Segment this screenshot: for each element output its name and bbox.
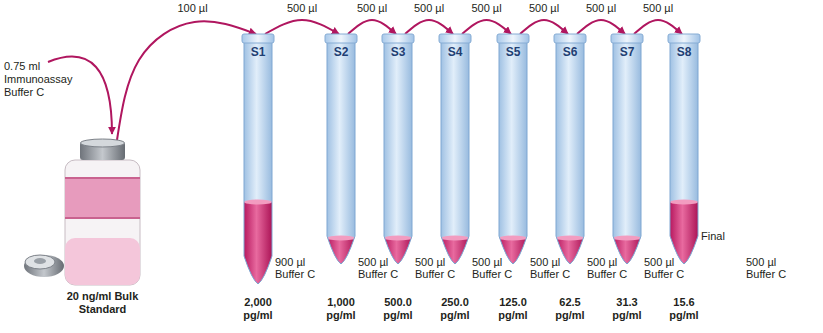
tube-outline [664, 34, 794, 326]
buffer-label: 0.75 ml Immunoassay Buffer C [4, 60, 76, 99]
concentration: 62.5 pg/ml [546, 296, 594, 322]
dilution-tube: S8Final500 µl Buffer C15.6 pg/ml [664, 34, 794, 326]
final-note: Final [701, 230, 741, 242]
buffer-volume: 500 µl Buffer C [644, 256, 690, 280]
transfer-volume: 500 µl [641, 2, 675, 15]
transfer-arrow [348, 20, 396, 34]
buffer-volume: 500 µl Buffer C [530, 256, 576, 280]
tube-name: S4 [441, 46, 469, 58]
transfer-volume: 500 µl [527, 2, 561, 15]
tube-outline [238, 34, 318, 326]
bulk-standard-label: 20 ng/ml Bulk Standard [55, 290, 150, 316]
transfer-volume: 500 µl [285, 2, 319, 15]
bottle-cap [24, 255, 64, 277]
transfer-arrow [520, 20, 568, 34]
tube-name: S5 [499, 46, 527, 58]
tube-name: S3 [384, 46, 412, 58]
buffer-volume: 500 µl Buffer C [415, 256, 461, 280]
concentration: 1,000 pg/ml [317, 296, 365, 322]
concentration: 500.0 pg/ml [374, 296, 422, 322]
tube-name: S8 [670, 46, 698, 58]
transfer-arrow [117, 21, 256, 140]
transfer-volume: 500 µl [469, 2, 503, 15]
tube-name: S6 [556, 46, 584, 58]
concentration: 125.0 pg/ml [489, 296, 537, 322]
concentration: 31.3 pg/ml [603, 296, 651, 322]
transfer-volume: 500 µl [355, 2, 389, 15]
transfer-volume: 500 µl [412, 2, 446, 15]
buffer-volume: 900 µl Buffer C [275, 256, 321, 280]
transfer-volume: 500 µl [584, 2, 618, 15]
dilution-tube: S1900 µl Buffer C2,000 pg/ml [238, 34, 318, 326]
buffer-volume: 500 µl Buffer C [746, 256, 792, 280]
tube-name: S2 [327, 46, 355, 58]
tube-name: S1 [244, 46, 272, 58]
buffer-volume: 500 µl Buffer C [472, 256, 518, 280]
transfer-arrow [462, 20, 511, 34]
buffer-volume: 500 µl Buffer C [358, 256, 404, 280]
transfer-arrow [634, 20, 682, 34]
transfer-volume: 100 µl [175, 2, 209, 15]
transfer-arrow [265, 20, 339, 34]
concentration: 2,000 pg/ml [234, 296, 282, 322]
concentration: 250.0 pg/ml [431, 296, 479, 322]
buffer-volume: 500 µl Buffer C [587, 256, 633, 280]
pour-arrow [48, 57, 112, 134]
concentration: 15.6 pg/ml [660, 296, 708, 322]
standard-bottle: 20 ng/ml Bulk Standard [55, 140, 150, 325]
transfer-arrow [577, 20, 625, 34]
tube-name: S7 [613, 46, 641, 58]
transfer-arrow [405, 20, 453, 34]
